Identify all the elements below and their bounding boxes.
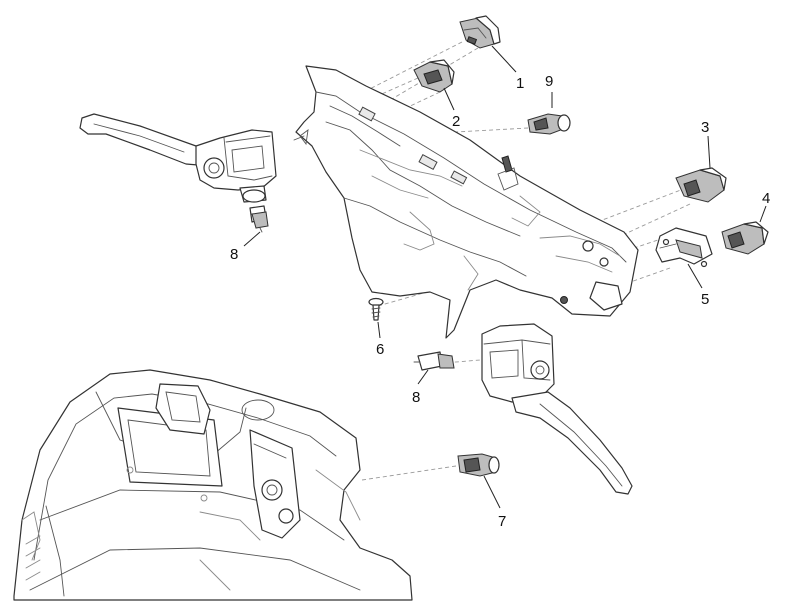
stop-switch-part-8-left xyxy=(249,205,269,233)
bracket-part-5 xyxy=(655,227,713,268)
callout-7: 7 xyxy=(498,513,506,530)
switch-part-1 xyxy=(459,15,501,49)
callout-leaders xyxy=(243,45,767,509)
callout-labels: 1 2 9 3 4 5 6 8 8 7 xyxy=(230,73,770,530)
left-brake-lever-assembly xyxy=(79,113,277,203)
screw-part-6 xyxy=(368,297,384,321)
connector-part-7 xyxy=(457,453,500,477)
connector-part-9 xyxy=(527,113,571,135)
right-brake-lever-assembly xyxy=(481,323,633,495)
callout-9: 9 xyxy=(545,73,553,90)
stop-switch-part-8-right xyxy=(413,351,455,371)
callout-4: 4 xyxy=(762,190,770,207)
callout-8-right: 8 xyxy=(412,389,420,406)
switch-part-3 xyxy=(675,167,727,203)
switch-part-2 xyxy=(413,59,455,93)
handlebar-rear-cover xyxy=(293,65,639,339)
callout-2: 2 xyxy=(452,113,460,130)
callout-5: 5 xyxy=(701,291,709,308)
callout-8-left: 8 xyxy=(230,246,238,263)
callout-3: 3 xyxy=(701,119,709,136)
callout-6: 6 xyxy=(376,341,384,358)
front-shield-panel xyxy=(13,369,413,601)
callout-1: 1 xyxy=(516,75,524,92)
switch-part-4 xyxy=(721,221,769,255)
